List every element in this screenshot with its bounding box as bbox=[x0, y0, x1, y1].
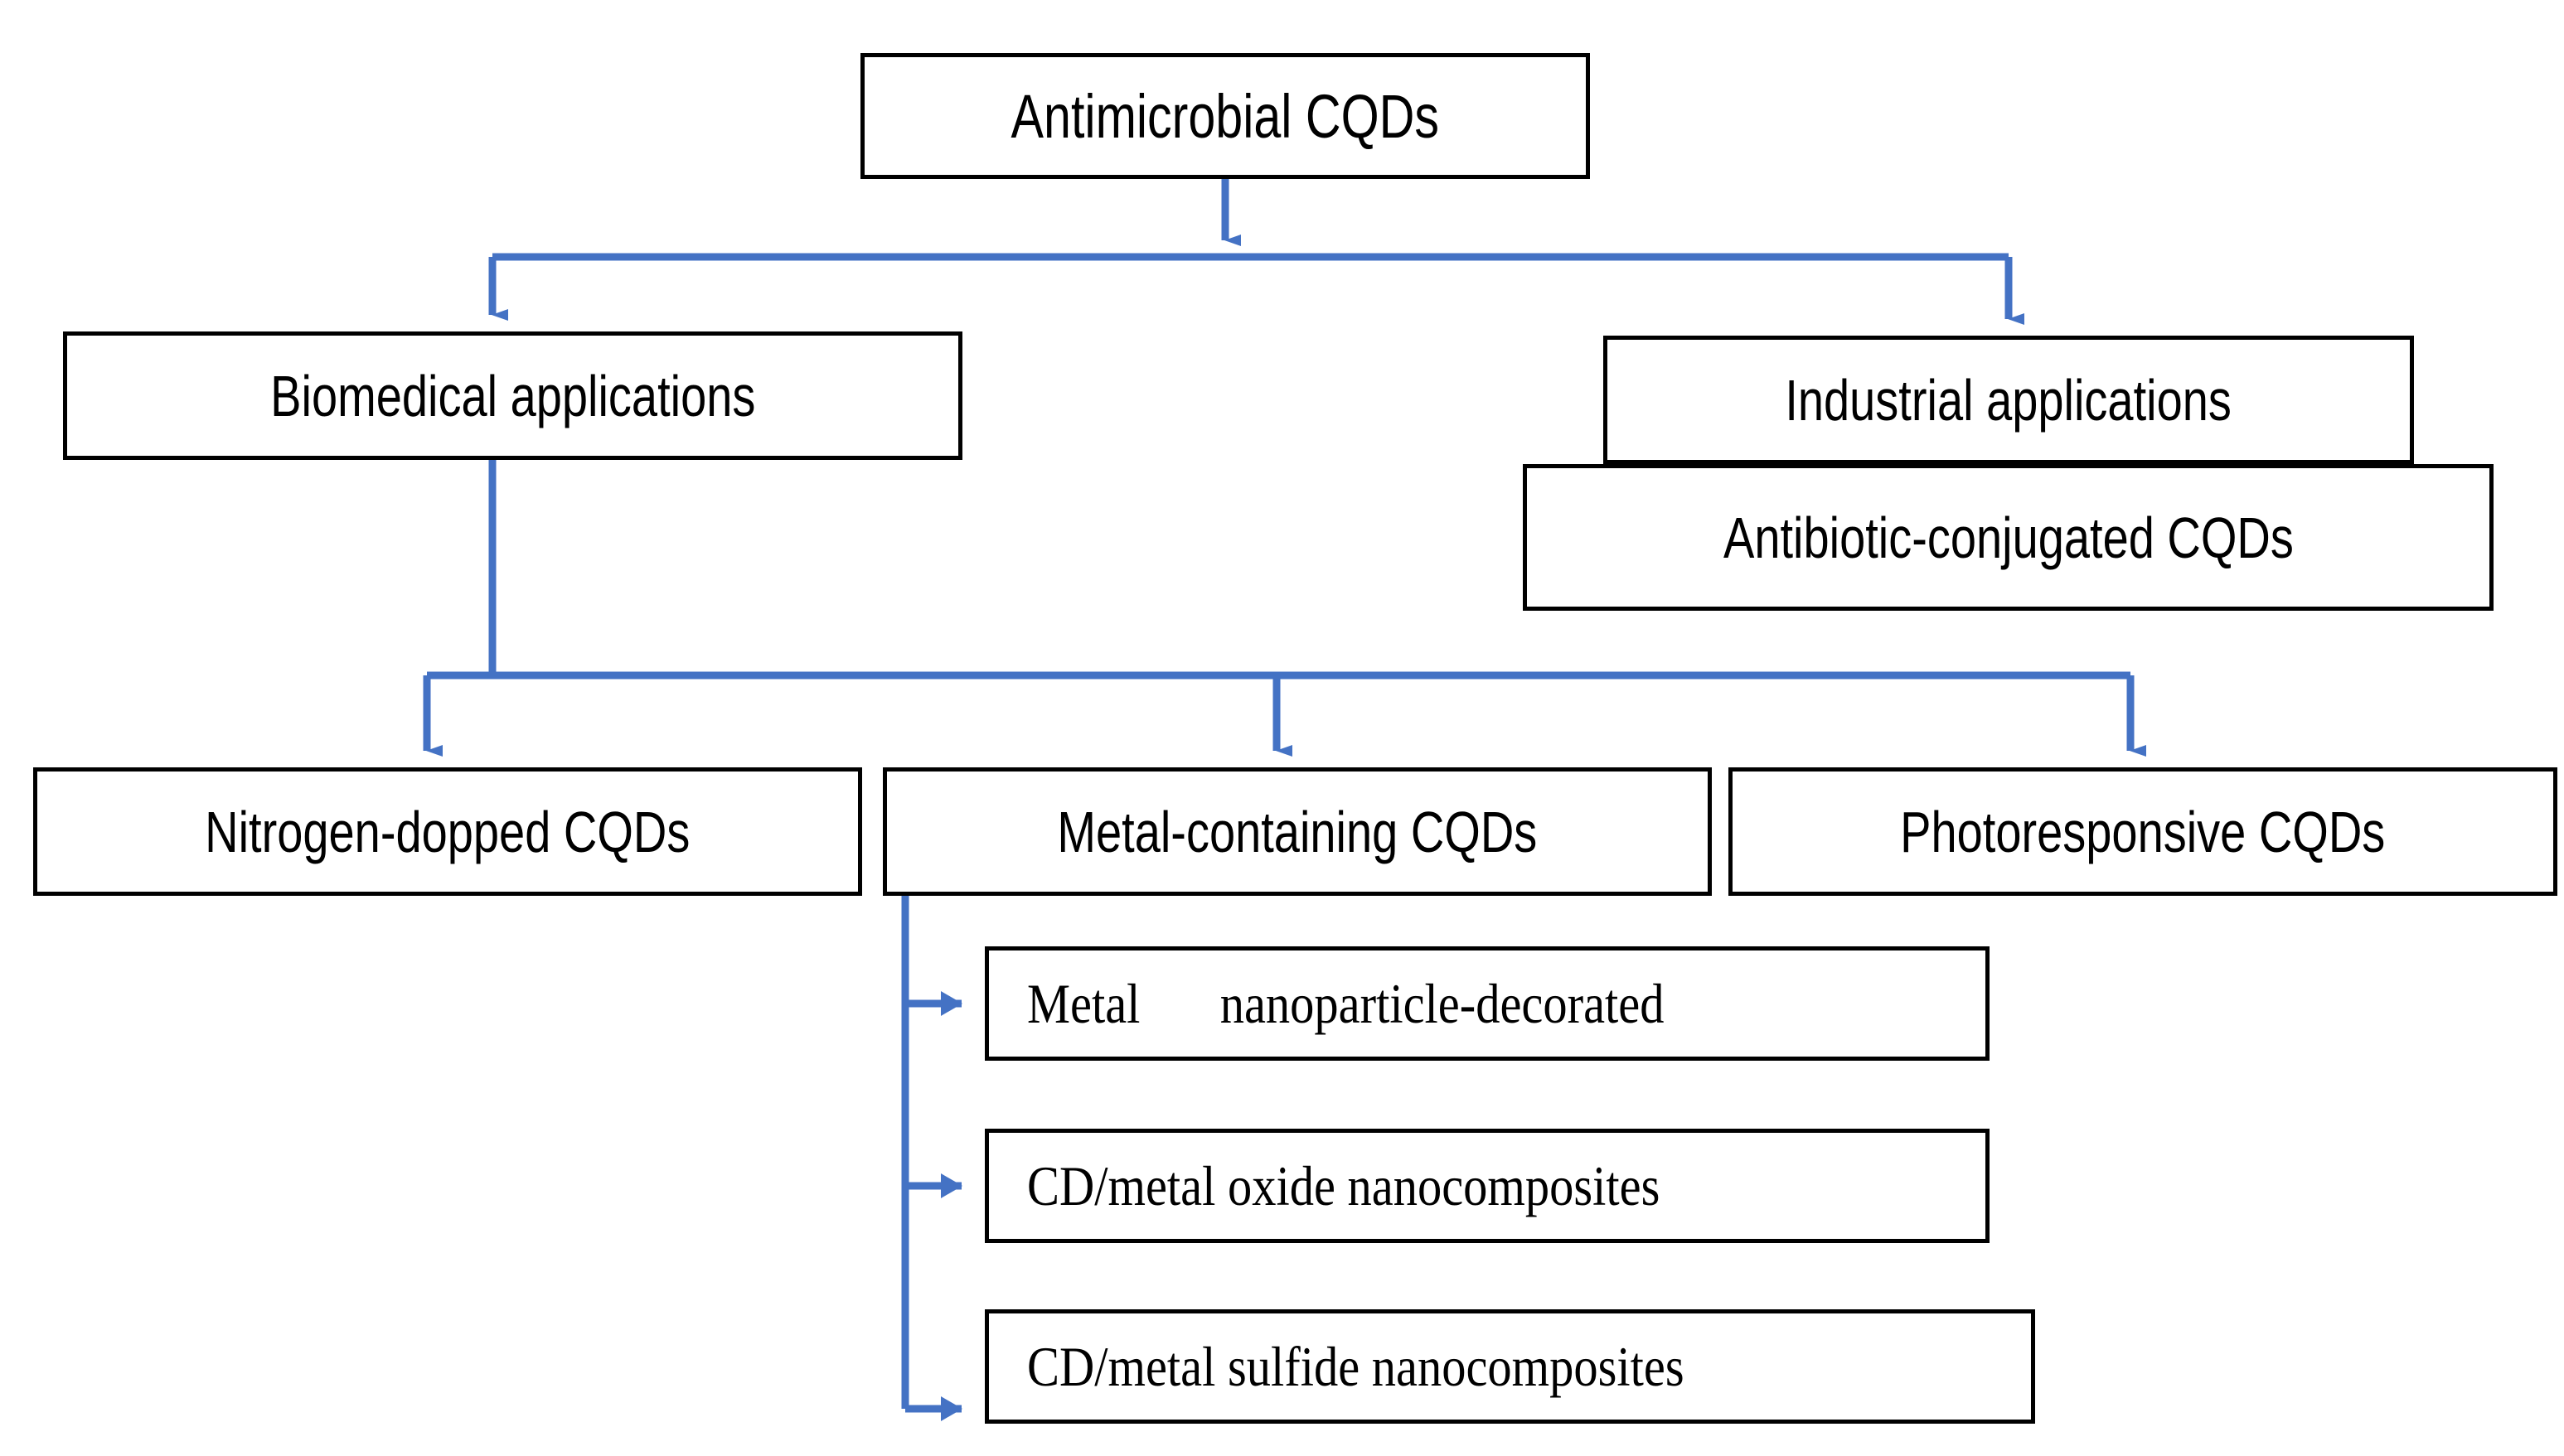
node-metal-nanoparticle-decorated-label-part1: Metal bbox=[1027, 971, 1141, 1035]
node-cd-metal-sulfide-nanocomposites-label: CD/metal sulfide nanocomposites bbox=[1027, 1334, 1684, 1398]
node-photoresponsive-cqds[interactable]: Photoresponsive CQDs bbox=[1728, 767, 2557, 896]
node-cd-metal-oxide-nanocomposites-label: CD/metal oxide nanocomposites bbox=[1027, 1154, 1660, 1217]
node-nitrogen-dopped-cqds-label: Nitrogen-dopped CQDs bbox=[205, 799, 691, 864]
node-cd-metal-sulfide-nanocomposites[interactable]: CD/metal sulfide nanocomposites bbox=[985, 1309, 2035, 1424]
node-industrial-applications[interactable]: Industrial applications bbox=[1603, 336, 2414, 464]
node-metal-containing-cqds-label: Metal-containing CQDs bbox=[1057, 799, 1538, 864]
node-antibiotic-conjugated-cqds[interactable]: Antibiotic-conjugated CQDs bbox=[1523, 464, 2494, 611]
node-biomedical-applications-label: Biomedical applications bbox=[269, 363, 756, 428]
node-metal-nanoparticle-decorated-label-part2: nanoparticle-decorated bbox=[1219, 971, 1665, 1035]
node-nitrogen-dopped-cqds[interactable]: Nitrogen-dopped CQDs bbox=[33, 767, 862, 896]
node-antimicrobial-cqds[interactable]: Antimicrobial CQDs bbox=[860, 53, 1590, 179]
node-photoresponsive-cqds-label: Photoresponsive CQDs bbox=[1900, 799, 2386, 864]
node-metal-nanoparticle-decorated-label: Metal nanoparticle-decorated bbox=[1027, 971, 1664, 1037]
node-antibiotic-conjugated-cqds-label: Antibiotic-conjugated CQDs bbox=[1723, 505, 2294, 570]
node-industrial-applications-label: Industrial applications bbox=[1785, 367, 2232, 433]
node-metal-containing-cqds[interactable]: Metal-containing CQDs bbox=[883, 767, 1712, 896]
node-metal-nanoparticle-decorated[interactable]: Metal nanoparticle-decorated bbox=[985, 946, 1990, 1061]
node-biomedical-applications[interactable]: Biomedical applications bbox=[63, 331, 962, 460]
node-cd-metal-oxide-nanocomposites[interactable]: CD/metal oxide nanocomposites bbox=[985, 1129, 1990, 1243]
node-antimicrobial-cqds-label: Antimicrobial CQDs bbox=[1011, 81, 1440, 151]
